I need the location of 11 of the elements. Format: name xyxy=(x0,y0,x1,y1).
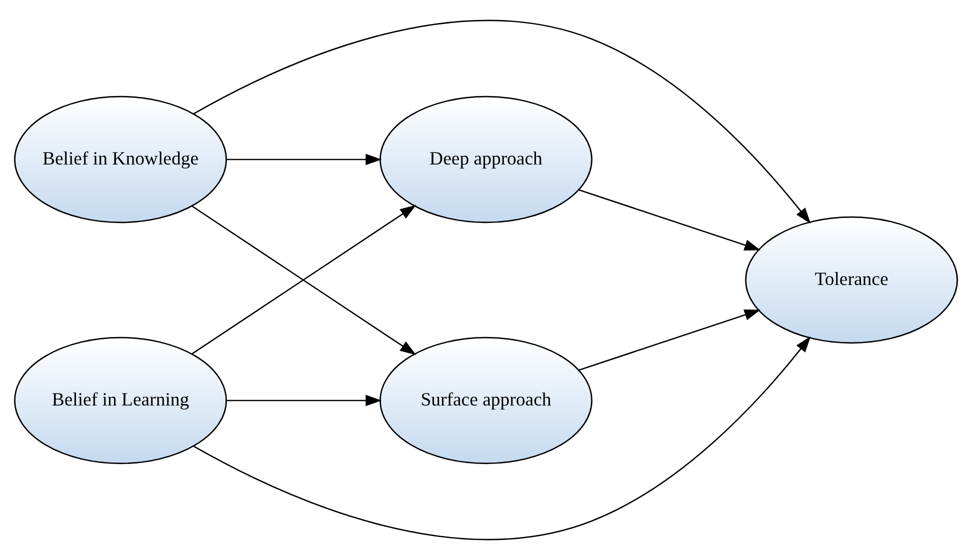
arrow xyxy=(578,189,760,251)
node-ellipse: Tolerance xyxy=(744,216,958,344)
node-ellipse: Deep approach xyxy=(379,96,592,224)
arrow xyxy=(192,20,810,224)
node-ellipse: Belief in Knowledge xyxy=(14,96,226,224)
arrow xyxy=(192,336,810,540)
arrow xyxy=(226,394,382,406)
arrow xyxy=(578,309,760,371)
node-ellipse: Belief in Learning xyxy=(14,336,226,464)
node-ellipse: Surface approach xyxy=(379,336,592,464)
arrow xyxy=(226,154,382,166)
